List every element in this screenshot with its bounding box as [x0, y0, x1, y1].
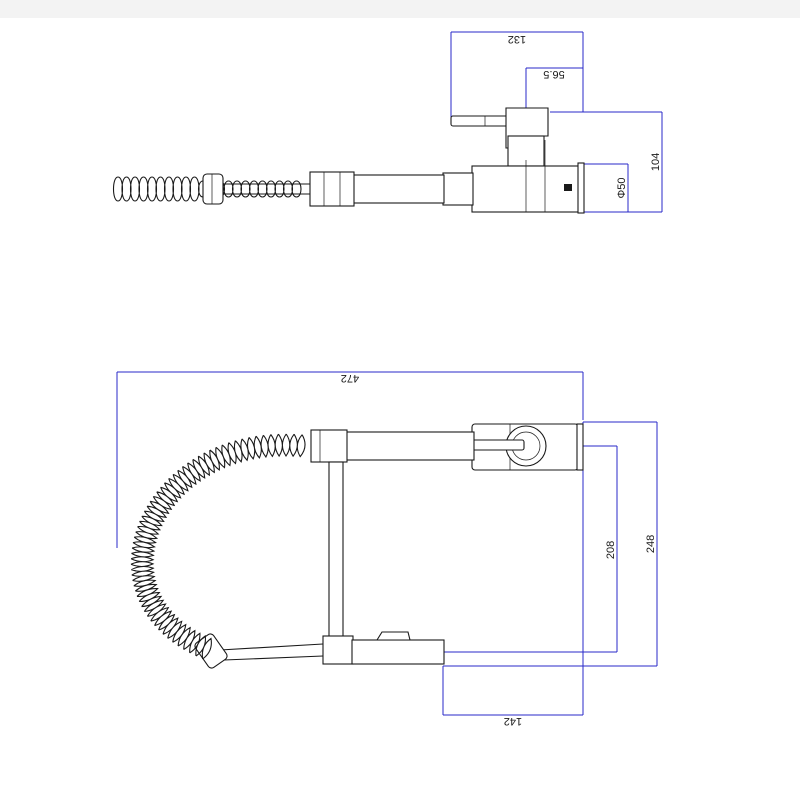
front-view: 472 248 208 142 [116, 371, 658, 727]
dim-bottom-length: 142 [442, 422, 584, 727]
dim-label-phi50: Φ50 [616, 177, 628, 198]
dim-label-132: 132 [508, 33, 526, 45]
dim-label-56-5: 56.5 [543, 68, 564, 80]
dim-label-208: 208 [605, 541, 617, 559]
dim-height-outer: 248 [443, 421, 658, 667]
front-faucet-body [130, 423, 584, 669]
dim-label-142: 142 [504, 715, 522, 727]
dim-label-248: 248 [645, 535, 657, 553]
top-bar [0, 0, 800, 18]
dim-overall-width: 472 [116, 371, 584, 548]
dim-label-472: 472 [341, 372, 359, 384]
dim-label-104: 104 [650, 153, 662, 171]
dim-base-diameter: Φ50 [583, 163, 629, 213]
dim-spout-offset: 56.5 [525, 67, 583, 108]
dim-height-inner: 208 [443, 445, 618, 653]
top-faucet-body [112, 107, 585, 214]
top-view: 132 56.5 104 Φ50 [112, 31, 663, 214]
dim-total-length: 132 [450, 31, 584, 122]
